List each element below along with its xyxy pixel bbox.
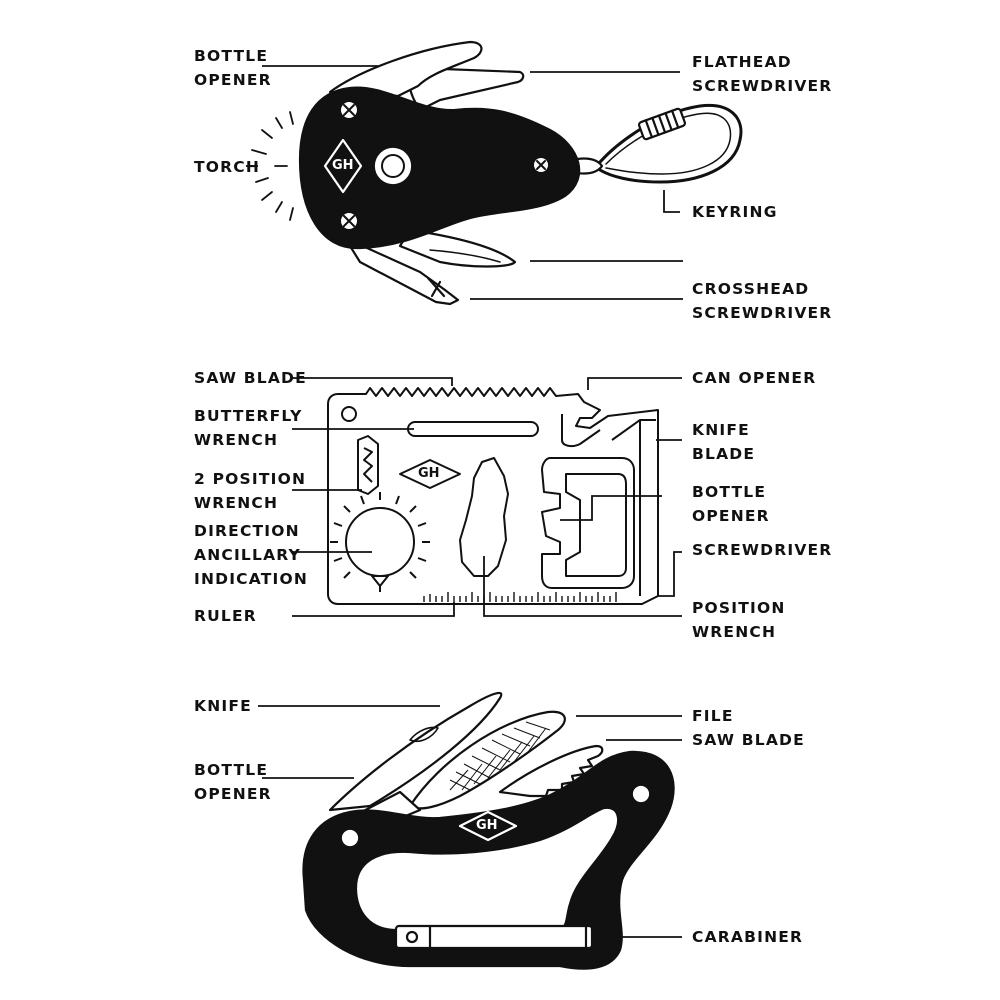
leader-lines-top bbox=[246, 65, 683, 300]
gh-logo-text-card: GH bbox=[418, 466, 440, 481]
butterfly-wrench-slot bbox=[407, 421, 539, 437]
gh-logo-top bbox=[323, 138, 363, 194]
two-position-wrench-slot bbox=[357, 435, 379, 495]
leader-lines-carabiner bbox=[258, 705, 682, 938]
label-file: FILE bbox=[692, 707, 734, 725]
label-keyring: KEYRING bbox=[692, 203, 778, 221]
bottle-opener-cutout bbox=[541, 457, 635, 589]
label-carabiner: CARABINER bbox=[692, 928, 804, 946]
lower-blade-shape bbox=[398, 228, 517, 268]
label-screwdriver: SCREWDRIVER bbox=[692, 541, 833, 559]
label-saw-blade-card: SAW BLADE bbox=[194, 369, 307, 387]
keyring-lock-sleeve bbox=[637, 107, 687, 141]
leader-lines-card bbox=[292, 377, 682, 617]
gh-logo-text-carabiner: GH bbox=[476, 818, 498, 833]
carabiner-file bbox=[408, 710, 566, 810]
flathead-blade-shape bbox=[408, 66, 525, 112]
carabiner-tool-illustration bbox=[302, 691, 675, 970]
compass-dial bbox=[330, 492, 430, 592]
label-ruler: RULER bbox=[194, 607, 257, 625]
keyring-tool-illustration bbox=[251, 40, 743, 306]
carabiner-knife bbox=[328, 691, 503, 812]
label-saw-blade-carabiner: SAW BLADE bbox=[692, 731, 805, 749]
position-wrench-cutout bbox=[459, 457, 509, 577]
crosshead-blade-shape bbox=[343, 236, 460, 306]
ruler-ticks bbox=[423, 592, 617, 602]
keyring-tool-body bbox=[298, 86, 581, 250]
gh-logo-text-top: GH bbox=[332, 158, 354, 173]
carabiner-gate bbox=[394, 924, 594, 950]
label-can-opener: CAN OPENER bbox=[692, 369, 817, 387]
torch-rays bbox=[251, 111, 294, 221]
keyring-ring bbox=[558, 157, 604, 175]
file-texture bbox=[449, 721, 551, 791]
card-outline bbox=[327, 387, 659, 605]
label-torch: TORCH bbox=[194, 158, 261, 176]
label-knife: KNIFE bbox=[194, 697, 252, 715]
gh-logo-carabiner bbox=[458, 810, 518, 842]
card-tool-illustration bbox=[327, 387, 659, 605]
gh-logo-card bbox=[399, 459, 461, 489]
